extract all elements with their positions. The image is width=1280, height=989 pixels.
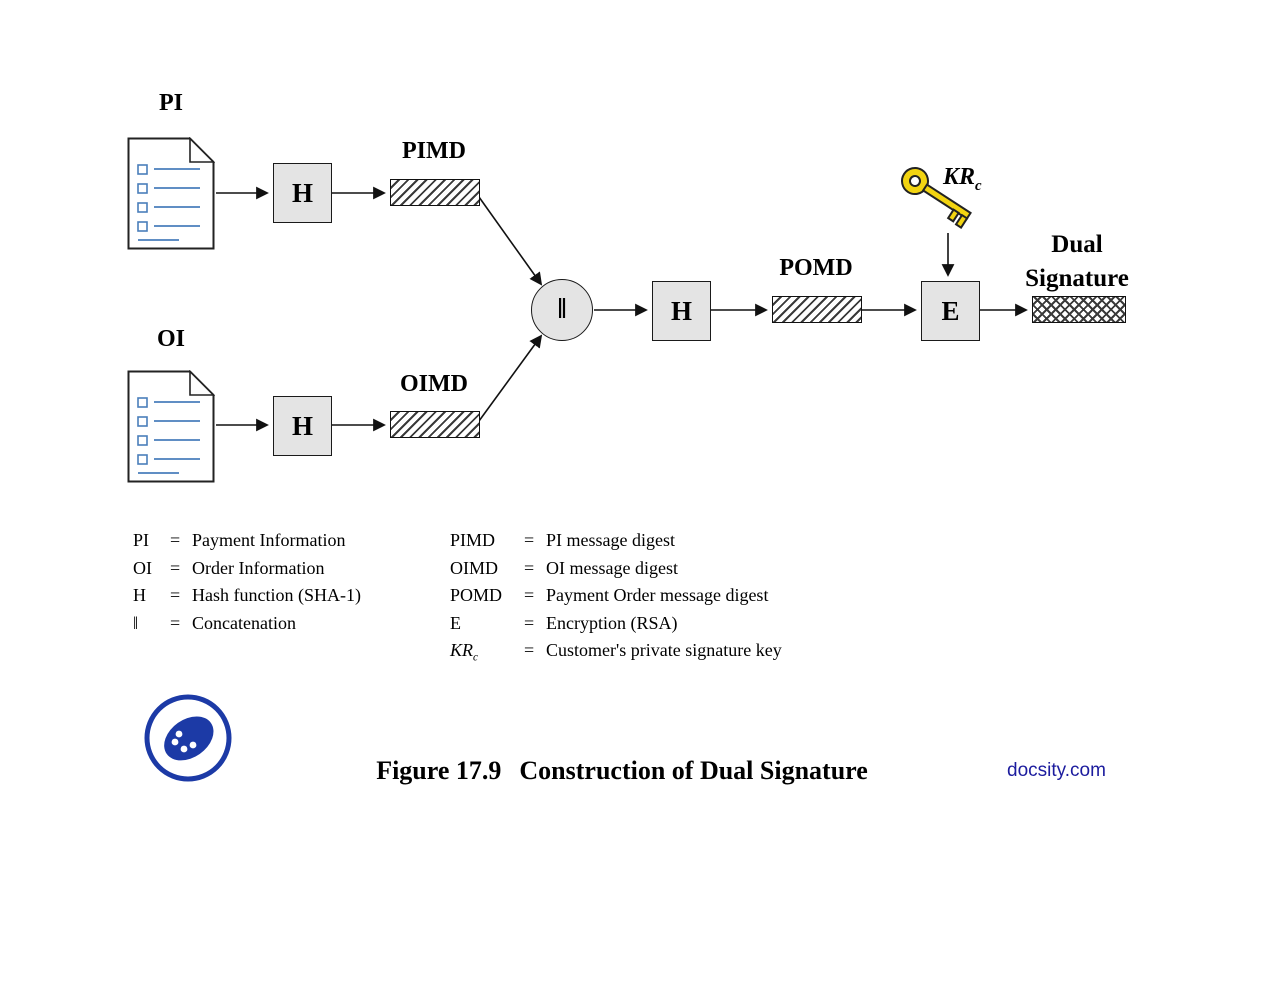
legend-eq: =	[170, 585, 181, 606]
legend-row: OI = Order Information	[133, 555, 361, 583]
legend-abbr: KRc	[450, 637, 524, 672]
legend-row: PIMD = PI message digest	[450, 527, 782, 555]
legend-row: ‖ = Concatenation	[133, 610, 361, 638]
kr-subscript: c	[975, 177, 982, 194]
legend-eq: =	[170, 612, 181, 633]
hash-function-box-final: H	[652, 281, 711, 341]
legend-abbr: POMD	[450, 585, 503, 606]
legend-abbr: PIMD	[450, 530, 496, 550]
figure-caption: Figure 17.9 Construction of Dual Signatur…	[282, 756, 962, 786]
docsity-logo	[144, 694, 232, 782]
legend-abbr-base: KR	[450, 640, 474, 661]
legend-eq: =	[524, 530, 535, 550]
legend-def: Customer's private signature key	[546, 640, 782, 661]
figure-title: Construction of Dual Signature	[519, 756, 868, 785]
legend-abbr: H	[133, 585, 146, 606]
pomd-label: POMD	[779, 255, 853, 281]
legend-def: Encryption (RSA)	[546, 612, 678, 633]
oi-label: OI	[156, 326, 185, 352]
hash-box-label: H	[670, 295, 692, 326]
hash-function-box-oi: H	[273, 396, 332, 456]
legend-eq: =	[170, 530, 181, 550]
figure-number: Figure 17.9	[376, 756, 502, 785]
legend-eq: =	[524, 612, 535, 633]
legend-abbr: OIMD	[450, 557, 498, 578]
legend-right-column: PIMD = PI message digest OIMD = OI messa…	[450, 527, 782, 673]
legend-def: Concatenation	[192, 612, 296, 633]
encryption-box: E	[921, 281, 980, 341]
legend-def: Hash function (SHA-1)	[192, 585, 361, 606]
pi-document-icon	[127, 137, 215, 250]
legend-row: E = Encryption (RSA)	[450, 610, 782, 638]
legend-row: PI = Payment Information	[133, 527, 361, 555]
legend-abbr: E	[450, 612, 461, 633]
docsity-link[interactable]: docsity.com	[1007, 760, 1106, 781]
kr-base: KR	[943, 164, 976, 190]
legend-eq: =	[524, 557, 535, 578]
private-key-icon	[901, 167, 972, 229]
legend-row: KRc = Customer's private signature key	[450, 637, 782, 672]
legend-eq: =	[524, 585, 535, 606]
legend-row: OIMD = OI message digest	[450, 555, 782, 583]
legend-def: OI message digest	[546, 557, 678, 578]
concat-symbol: ‖	[557, 294, 567, 325]
hash-box-label: H	[291, 177, 313, 208]
legend-def: Order Information	[192, 557, 325, 578]
hash-function-box-pi: H	[273, 163, 332, 223]
oimd-digest-bar	[390, 411, 480, 438]
dual-signature-bar	[1032, 296, 1126, 323]
legend-def: PI message digest	[546, 530, 675, 550]
oi-document-icon	[127, 370, 215, 483]
legend-eq: =	[524, 640, 535, 661]
encryption-box-label: E	[941, 295, 960, 326]
pimd-digest-bar	[390, 179, 480, 206]
legend-left-column: PI = Payment Information OI = Order Info…	[133, 527, 361, 637]
legend-eq: =	[170, 557, 181, 578]
kr-key-label: KRc	[943, 164, 982, 195]
legend-abbr-subscript: c	[473, 651, 478, 664]
legend-row: POMD = Payment Order message digest	[450, 582, 782, 610]
dual-signature-line1: Dual	[1051, 231, 1103, 258]
pimd-label: PIMD	[402, 138, 466, 164]
legend-abbr: OI	[133, 557, 152, 578]
pomd-digest-bar	[772, 296, 862, 323]
dual-signature-line2: Signature	[1025, 265, 1129, 292]
concatenation-node: ‖	[531, 279, 593, 341]
legend-abbr: PI	[133, 530, 150, 550]
legend-def: Payment Information	[192, 530, 346, 550]
dual-signature-label: Dual Signature	[1002, 228, 1152, 296]
legend-abbr: ‖	[133, 612, 139, 633]
legend-def: Payment Order message digest	[546, 585, 769, 606]
legend-row: H = Hash function (SHA-1)	[133, 582, 361, 610]
hash-box-label: H	[291, 410, 313, 441]
oimd-label: OIMD	[400, 371, 468, 397]
pi-label: PI	[159, 90, 183, 116]
